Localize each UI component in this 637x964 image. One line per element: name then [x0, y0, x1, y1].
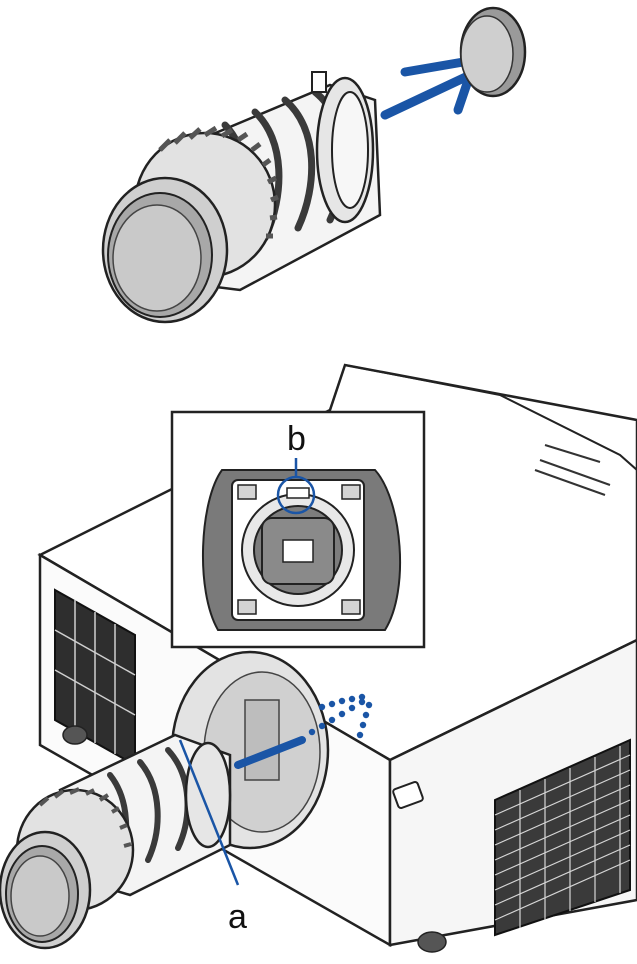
callout-label-a: a: [228, 898, 247, 936]
mount-detail-icon: [170, 410, 426, 649]
callout-line-a: [178, 739, 240, 886]
lens-unit-icon: [101, 71, 382, 324]
remove-arrow: [380, 55, 480, 120]
lens-cap-icon: [459, 6, 527, 98]
callout-label-b: b: [287, 420, 306, 458]
insert-arrow: [234, 693, 373, 769]
side-vent: [494, 738, 631, 937]
lens-unit-insert-icon: [0, 733, 232, 950]
